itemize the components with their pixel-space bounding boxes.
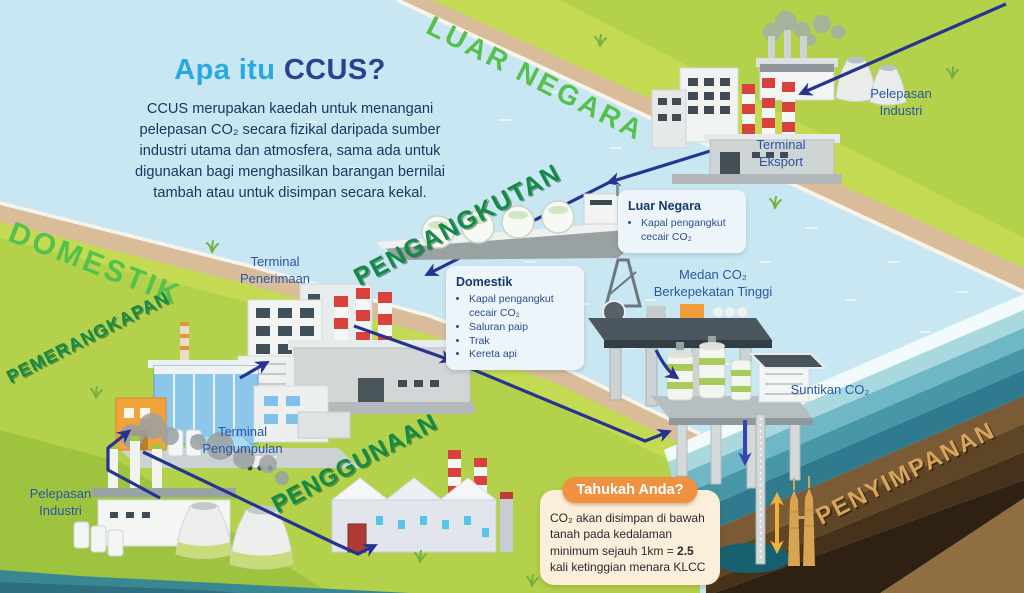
label-pelepasan-industri-luar: Pelepasan Industri	[870, 86, 932, 118]
did-you-know-box: Tahukah Anda? CO₂ akan disimpan di bawah…	[540, 477, 720, 586]
callout-domestik-list: Kapal pengangkut cecair CO₂ Saluran paip…	[456, 293, 574, 362]
label-medan-co2: Medan CO₂ Berkepekatan Tinggi	[653, 267, 773, 299]
export-terminal-icon	[651, 67, 842, 184]
injection-platform-icon	[651, 336, 828, 489]
callout-item: Saluran paip	[469, 321, 574, 335]
label-terminal-penerimaan: Terminal Penerimaan	[239, 254, 311, 286]
did-you-know-badge: Tahukah Anda?	[562, 477, 698, 503]
title-light-part: Apa itu	[174, 54, 276, 86]
callout-luar-negara-title: Luar Negara	[628, 199, 701, 213]
label-terminal-eksport: Terminal Eksport	[756, 137, 806, 169]
label-pelepasan-industri-domestik: Pelepasan Industri	[29, 486, 92, 518]
title-dark-part: CCUS?	[283, 54, 386, 86]
label-terminal-pengumpulan: Terminal Pengumpulan	[202, 424, 283, 456]
grass-tufts	[90, 34, 959, 587]
callout-domestik: Domestik Kapal pengangkut cecair CO₂ Sal…	[446, 266, 584, 371]
intro-description: CCUS merupakan kaedah untuk menangani pe…	[135, 101, 445, 201]
callout-item: Kapal pengangkut cecair CO₂	[641, 217, 736, 245]
domestic-industry-plant-icon	[73, 413, 294, 570]
did-you-know-text-before: CO₂ akan disimpan di bawah tanah pada ke…	[550, 511, 705, 558]
callout-item: Trak	[469, 335, 574, 349]
callout-luar-negara-list: Kapal pengangkut cecair CO₂	[628, 217, 736, 245]
callout-item: Kapal pengangkut cecair CO₂	[469, 293, 574, 321]
page-title: Apa itu CCUS?	[120, 54, 440, 87]
flow-arrows	[106, 2, 1007, 557]
callout-domestik-title: Domestik	[456, 275, 513, 289]
klcc-towers-icon	[770, 476, 815, 566]
did-you-know-text-after: kali ketinggian menara KLCC	[550, 559, 706, 574]
callout-luar-negara: Luar Negara Kapal pengangkut cecair CO₂	[618, 190, 746, 253]
label-suntikan-co2: Suntikan CO₂	[790, 382, 870, 397]
co2-tanker-ship-icon	[376, 184, 640, 260]
callout-item: Kereta api	[469, 348, 574, 362]
did-you-know-highlight: 2.5	[677, 543, 694, 558]
foreign-industry-plant-icon	[756, 11, 907, 106]
utilisation-factory-icon	[330, 450, 513, 553]
injection-well-icon	[710, 413, 790, 573]
did-you-know-text: CO₂ akan disimpan di bawah tanah pada ke…	[550, 510, 710, 575]
